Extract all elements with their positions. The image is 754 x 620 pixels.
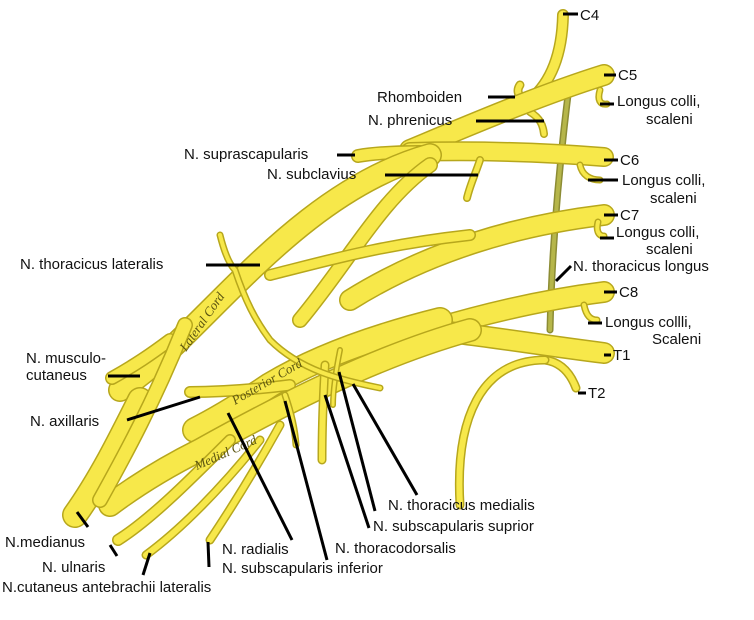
label-n-subscapularis-inferior: N. subscapularis inferior [222,560,383,577]
label-n-musculocutaneus-line1: N. musculo- [26,350,107,367]
label-longus-c6-line1: Longus colli, [622,172,706,189]
label-rhomboiden: Rhomboiden [377,89,463,106]
label-n-thoracicus-lateralis: N. thoracicus lateralis [20,256,164,273]
label-n-thoracicus-medialis: N. thoracicus medialis [388,497,535,514]
label-n-thoracodorsalis: N. thoracodorsalis [335,540,456,557]
label-longus-c8-line1: Longus collli, [605,314,692,331]
label-n-subclavius: N. subclavius [267,166,357,183]
label-n-thoracicus-longus: N. thoracicus longus [573,258,709,275]
label-n-axillaris: N. axillaris [30,413,100,430]
leader-lines [75,12,618,576]
label-longus-c5-line1: Longus colli, [617,93,701,110]
root-label-c7: C7 [620,207,640,224]
label-longus-c6-line2: scaleni [650,190,697,207]
root-label-c5: C5 [618,67,638,84]
label-n-cutaneus-antebrachii: N.cutaneus antebrachii lateralis [2,579,212,596]
root-label-c6: C6 [620,152,640,169]
label-n-medianus: N.medianus [5,534,86,551]
label-n-musculocutaneus-line2: cutaneus [26,367,87,384]
root-label-t2: T2 [588,385,606,402]
label-n-suprascapularis: N. suprascapularis [184,146,309,163]
root-label-c4: C4 [580,7,600,24]
label-longus-c8-line2: Scaleni [652,331,702,348]
label-n-phrenicus: N. phrenicus [368,112,453,129]
label-n-radialis: N. radialis [222,541,289,558]
label-longus-c7-line2: scaleni [646,241,693,258]
label-n-ulnaris: N. ulnaris [42,559,106,576]
root-label-t1: T1 [613,347,631,364]
intercostal-loop [454,355,550,510]
label-longus-c7-line1: Longus colli, [616,224,700,241]
label-longus-c5-line2: scaleni [646,111,693,128]
root-label-c8: C8 [619,284,639,301]
label-n-subscapularis-suprior: N. subscapularis suprior [373,518,534,535]
